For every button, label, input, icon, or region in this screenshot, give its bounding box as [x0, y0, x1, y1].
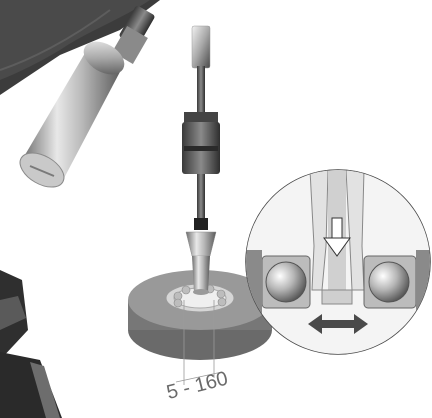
- tool-case-corner: [0, 0, 160, 95]
- adapter-tool-icon: [0, 270, 62, 418]
- push-arrow-icon: [323, 217, 351, 257]
- bearing-detail-callout-icon: [245, 169, 431, 355]
- slide-hammer-puller-icon: [182, 25, 220, 295]
- bearing-icon: [128, 270, 272, 360]
- adapter-tool-icon: [19, 6, 155, 188]
- dimension-lines: [175, 300, 223, 385]
- spread-arrow-icon: [308, 314, 368, 334]
